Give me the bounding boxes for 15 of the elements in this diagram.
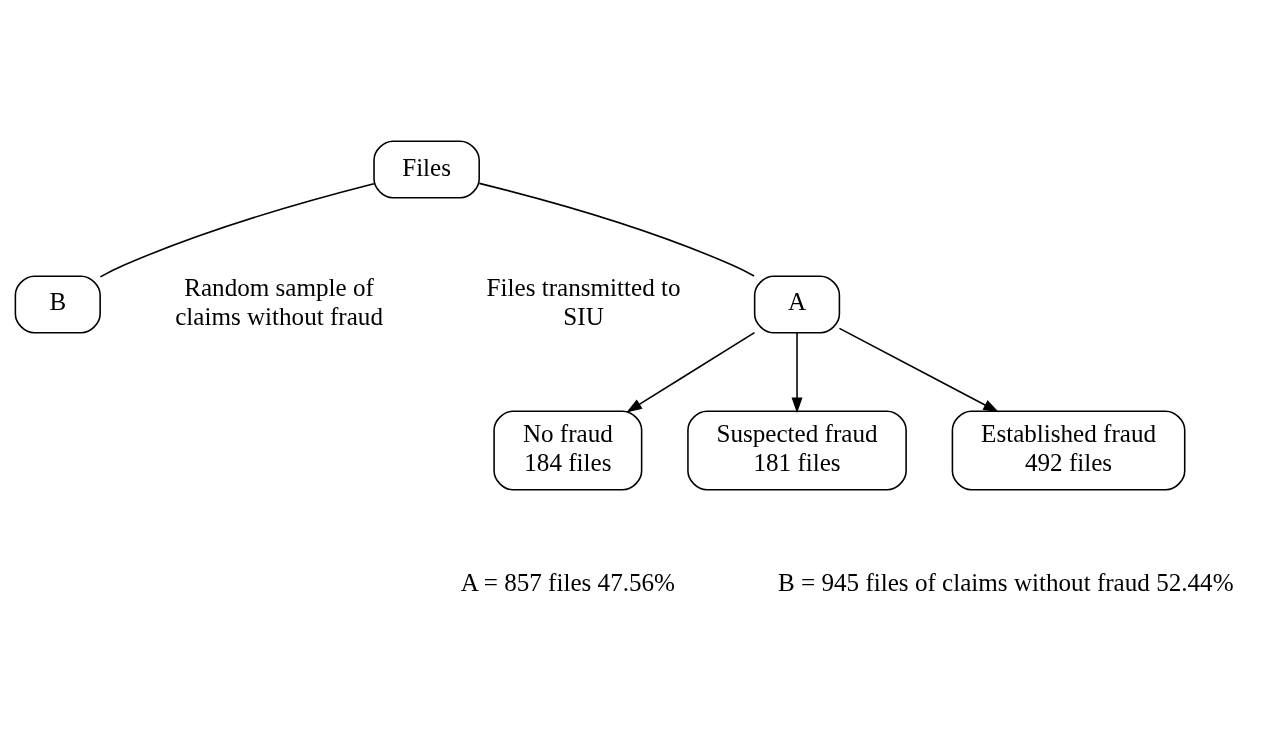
node-box: B bbox=[14, 275, 101, 334]
arrow bbox=[838, 327, 999, 413]
node-box: Suspected fraud 181 files bbox=[687, 410, 907, 491]
node-box: Files bbox=[373, 140, 480, 199]
arrow bbox=[791, 332, 803, 414]
connector bbox=[99, 182, 375, 278]
node-label: Random sample of claims without fraud bbox=[175, 274, 383, 330]
node-box: A bbox=[753, 275, 841, 334]
label: A = 857 files 47.56% bbox=[460, 569, 676, 597]
node-box: No fraud 184 files bbox=[493, 410, 643, 491]
node-label: Files transmitted to SIU bbox=[486, 274, 681, 330]
label: B = 945 files of claims without fraud 52.44% bbox=[777, 569, 1234, 597]
connector bbox=[478, 182, 755, 277]
node-box: Established fraud 492 files bbox=[951, 410, 1186, 491]
arrow bbox=[626, 331, 756, 413]
